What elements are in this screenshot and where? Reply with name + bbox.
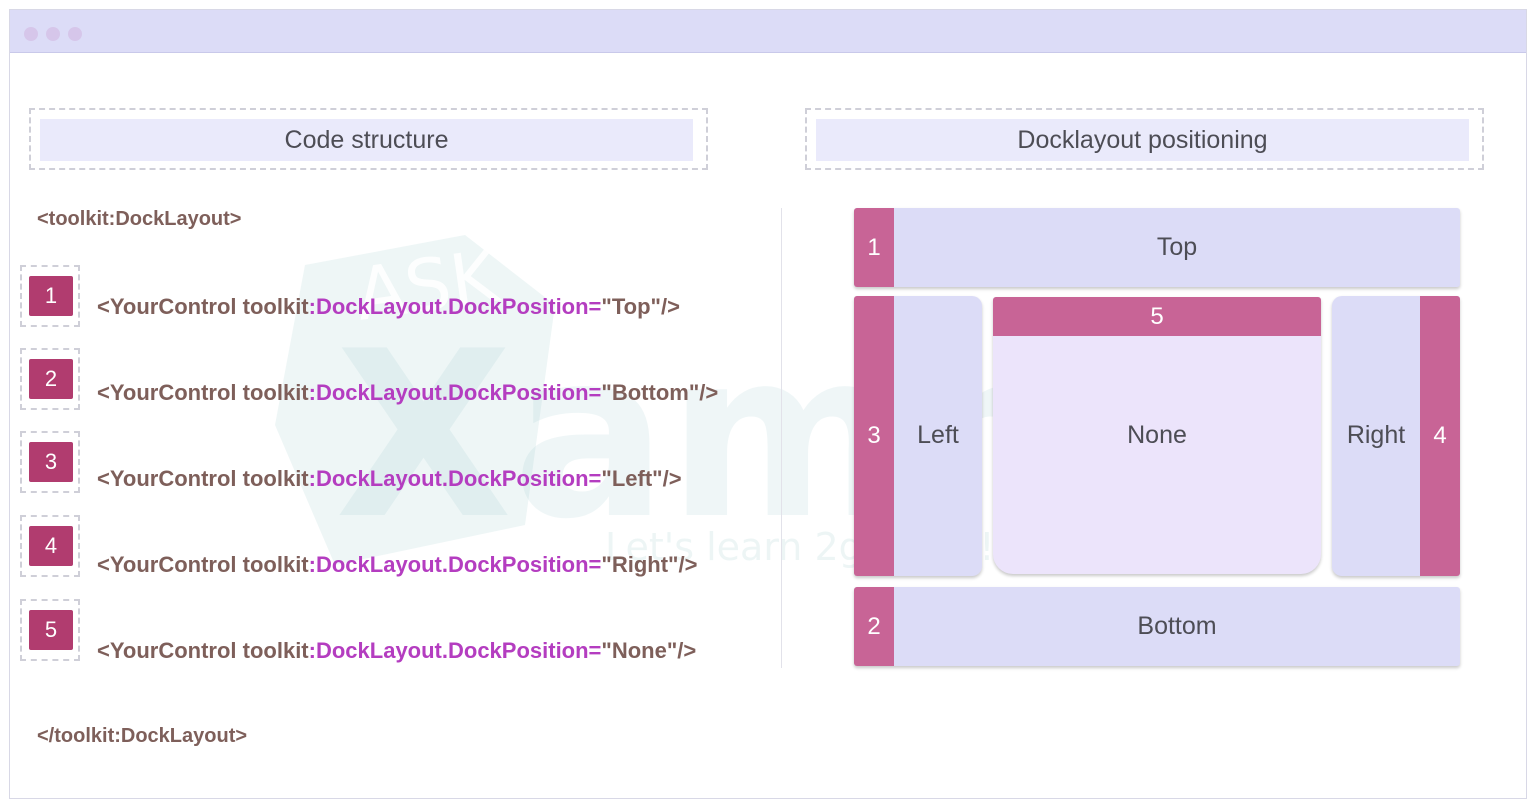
code-line-number-badge: 1 bbox=[29, 276, 73, 316]
title-bar bbox=[10, 10, 1526, 53]
dock-region-right: Right 4 bbox=[1332, 296, 1460, 576]
maximize-dot-icon[interactable] bbox=[68, 27, 82, 41]
dock-region-bottom: 2 Bottom bbox=[854, 587, 1460, 666]
code-structure-header: Code structure bbox=[29, 108, 708, 170]
code-line-number-badge: 2 bbox=[29, 359, 73, 399]
code-line-number-frame: 2 bbox=[20, 348, 80, 410]
code-line-value: "Right"/> bbox=[601, 552, 698, 577]
code-line-number-badge: 3 bbox=[29, 442, 73, 482]
dock-number-tag: 3 bbox=[854, 296, 894, 576]
dock-region-none: 5 None bbox=[993, 297, 1321, 574]
dock-region-top: 1 Top bbox=[854, 208, 1460, 287]
dock-region-label: Top bbox=[1156, 233, 1198, 261]
code-line-value: "Top"/> bbox=[601, 294, 680, 319]
dock-number-tag: 1 bbox=[854, 208, 894, 287]
code-open-tag: <toolkit:DockLayout> bbox=[37, 208, 242, 230]
code-line-value: "Left"/> bbox=[601, 466, 682, 491]
section-divider bbox=[781, 208, 782, 668]
code-close-tag: </toolkit:DockLayout> bbox=[37, 725, 248, 747]
dock-number-tag: 2 bbox=[854, 587, 894, 666]
code-line-none: <YourControl toolkit:DockLayout.DockPosi… bbox=[97, 638, 696, 664]
code-line-right: <YourControl toolkit:DockLayout.DockPosi… bbox=[97, 552, 697, 578]
code-line-prefix: <YourControl toolkit bbox=[97, 294, 309, 319]
dock-number-tag: 5 bbox=[993, 297, 1321, 336]
dock-region-label: Bottom bbox=[1137, 612, 1217, 640]
code-line-value: "None"/> bbox=[601, 638, 697, 663]
code-line-attr: :DockLayout.DockPosition= bbox=[308, 466, 602, 491]
minimize-dot-icon[interactable] bbox=[46, 27, 60, 41]
dock-number-tag: 4 bbox=[1420, 296, 1460, 576]
code-line-attr: :DockLayout.DockPosition= bbox=[308, 552, 602, 577]
code-line-top: <YourControl toolkit:DockLayout.DockPosi… bbox=[97, 294, 680, 320]
code-line-attr: :DockLayout.DockPosition= bbox=[308, 638, 602, 663]
code-line-prefix: <YourControl toolkit bbox=[97, 638, 309, 663]
dock-region-label: None bbox=[1127, 420, 1187, 449]
code-line-number-frame: 4 bbox=[20, 515, 80, 577]
code-line-attr: :DockLayout.DockPosition= bbox=[308, 380, 602, 405]
code-line-value: "Bottom"/> bbox=[601, 380, 719, 405]
close-dot-icon[interactable] bbox=[24, 27, 38, 41]
code-line-bottom: <YourControl toolkit:DockLayout.DockPosi… bbox=[97, 380, 718, 406]
code-line-left: <YourControl toolkit:DockLayout.DockPosi… bbox=[97, 466, 682, 492]
dock-positioning-title: Docklayout positioning bbox=[816, 119, 1469, 161]
code-line-number-badge: 4 bbox=[29, 526, 73, 566]
code-line-prefix: <YourControl toolkit bbox=[97, 466, 309, 491]
code-line-number-frame: 3 bbox=[20, 431, 80, 493]
code-line-number-frame: 1 bbox=[20, 265, 80, 327]
code-structure-title: Code structure bbox=[40, 119, 693, 161]
dock-region-left: 3 Left bbox=[854, 296, 982, 576]
code-line-number-frame: 5 bbox=[20, 599, 80, 661]
dock-region-label: Left bbox=[917, 420, 959, 449]
code-line-number-badge: 5 bbox=[29, 610, 73, 650]
dock-positioning-header: Docklayout positioning bbox=[805, 108, 1484, 170]
code-line-prefix: <YourControl toolkit bbox=[97, 380, 309, 405]
code-line-prefix: <YourControl toolkit bbox=[97, 552, 309, 577]
code-line-attr: :DockLayout.DockPosition= bbox=[308, 294, 602, 319]
dock-region-label: Right bbox=[1346, 420, 1406, 449]
